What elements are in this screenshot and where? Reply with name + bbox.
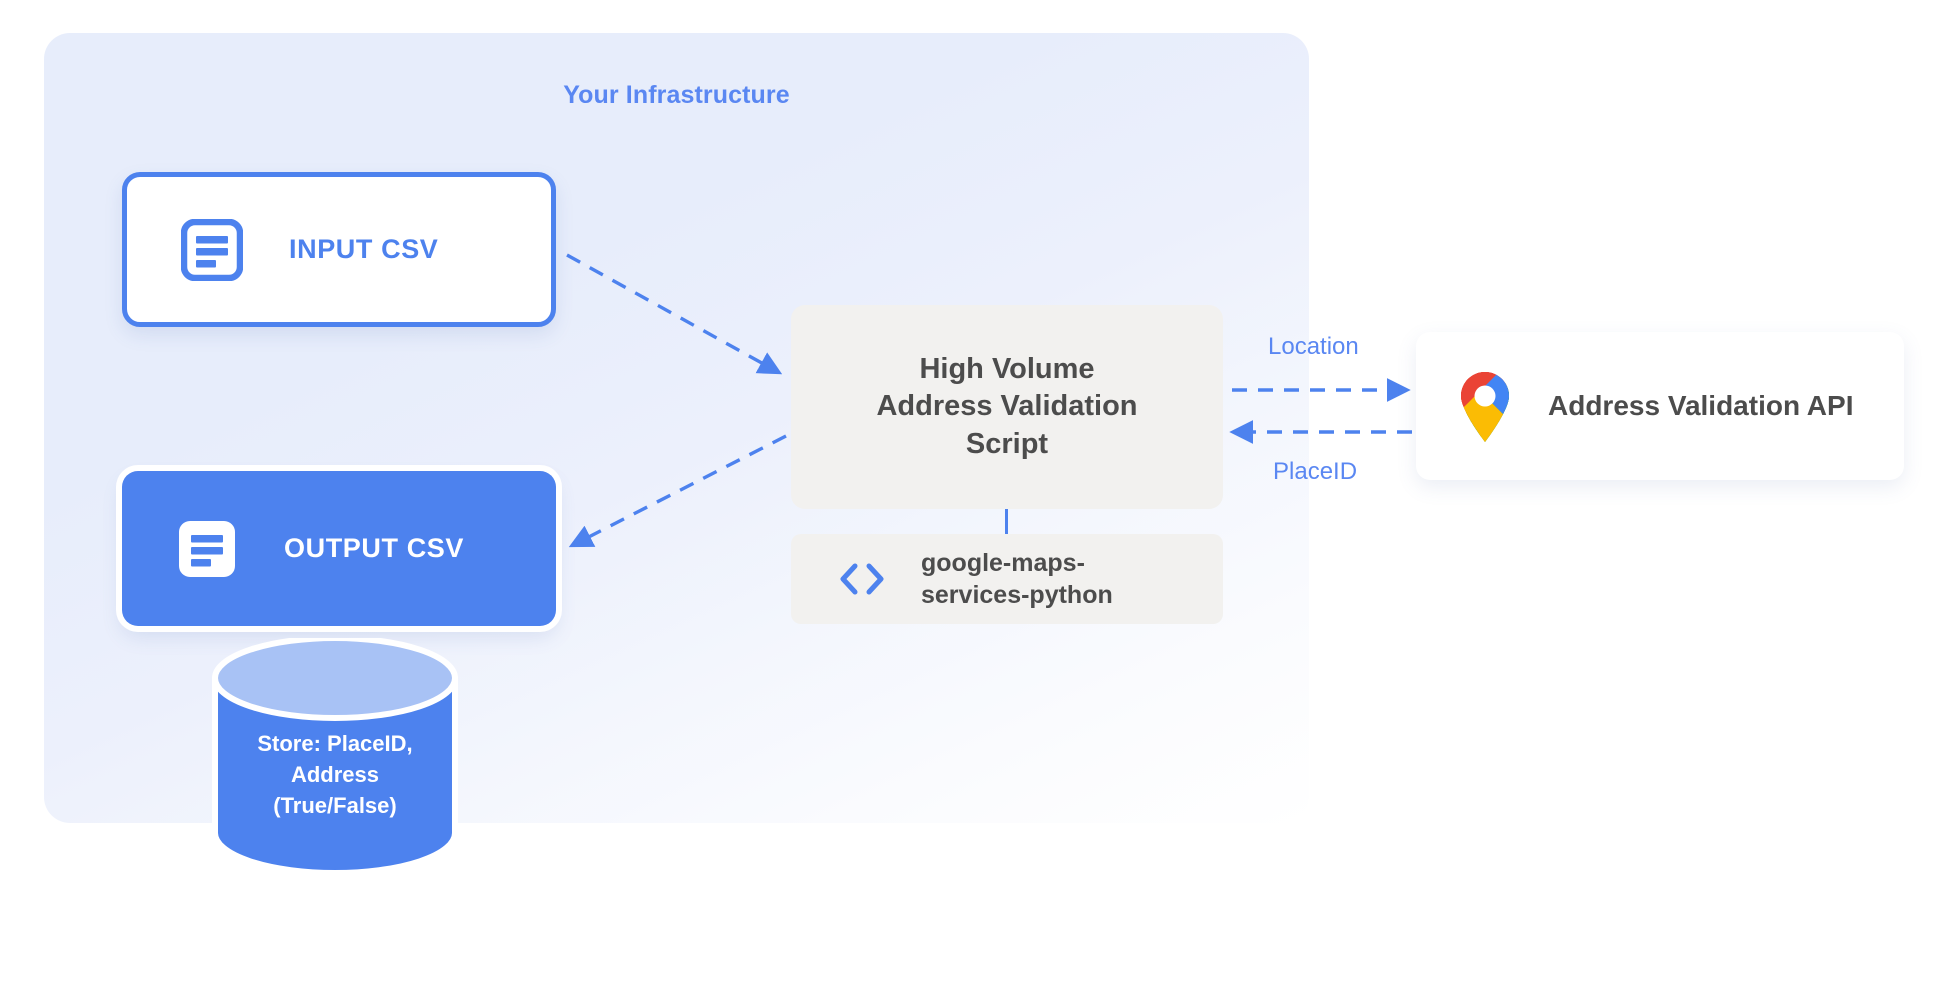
connector-script-library <box>1005 509 1008 536</box>
node-database[interactable] <box>210 638 460 873</box>
node-label-script: High Volume Address Validation Script <box>876 353 1138 460</box>
document-icon <box>179 520 235 577</box>
node-label-library: google-maps- services-python <box>921 549 1113 609</box>
node-script[interactable]: High Volume Address Validation Script <box>791 305 1223 509</box>
node-label-input-csv: INPUT CSV <box>289 234 439 264</box>
node-address-validation-api[interactable]: Address Validation API <box>1416 332 1904 480</box>
edge-label-location: Location <box>1268 333 1359 360</box>
node-label-output-csv: OUTPUT CSV <box>284 533 465 563</box>
panel-title: Your Infrastructure <box>563 81 790 109</box>
code-brackets-icon <box>840 563 884 595</box>
node-label-api: Address Validation API <box>1548 390 1854 421</box>
node-input-csv[interactable]: INPUT CSV <box>122 172 556 327</box>
node-library[interactable]: google-maps- services-python <box>791 534 1223 624</box>
node-output-csv[interactable]: OUTPUT CSV <box>122 471 556 626</box>
edge-label-placeid: PlaceID <box>1273 458 1358 485</box>
document-icon <box>181 218 243 281</box>
google-maps-pin-icon <box>1461 372 1509 442</box>
